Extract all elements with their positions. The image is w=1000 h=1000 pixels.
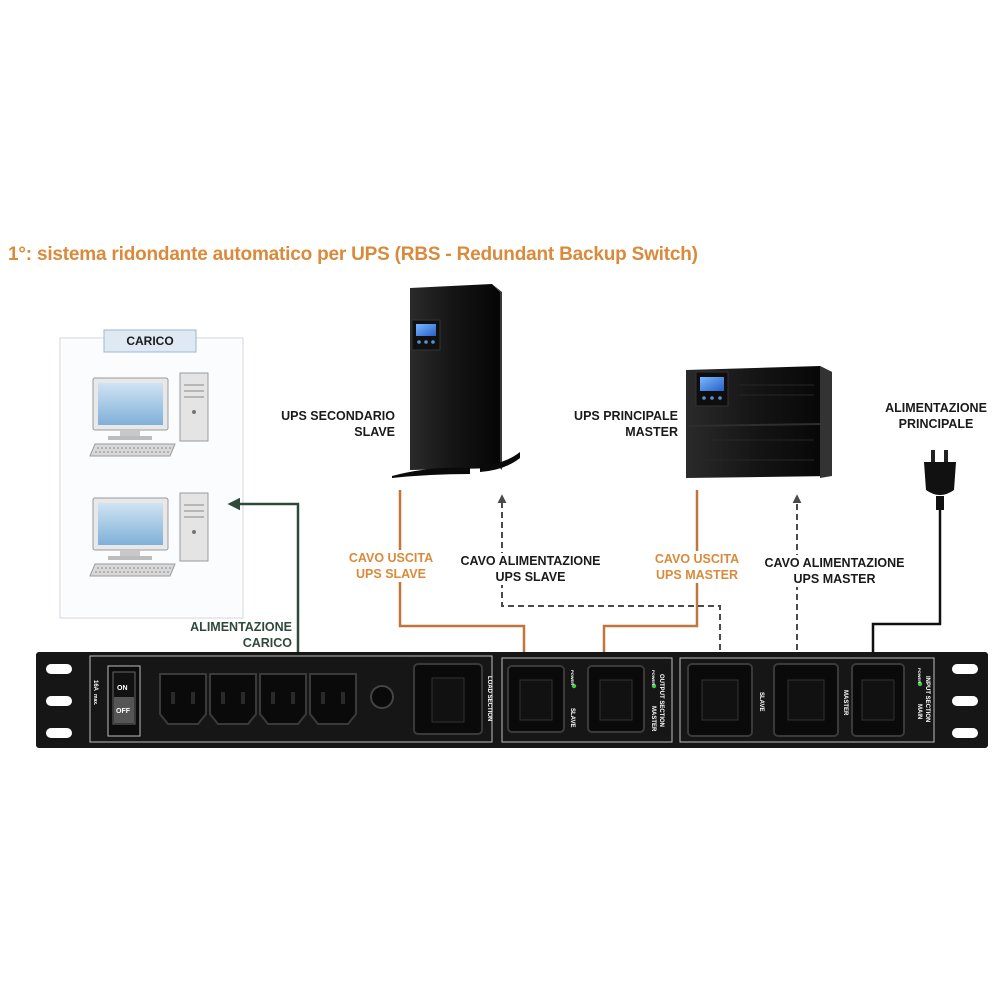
load-feed-line1: ALIMENTAZIONE <box>190 620 292 634</box>
load-feed-line2: CARICO <box>242 636 292 650</box>
cable-slave-input-line2: UPS SLAVE <box>495 570 566 584</box>
slave-outlet-label: SLAVE <box>569 708 575 728</box>
ups-slave-label: UPS SECONDARIO SLAVE <box>255 408 395 440</box>
ups-master-label: UPS PRINCIPALE MASTER <box>538 408 678 440</box>
rating-sub-label: max. <box>92 694 98 706</box>
power-plug-icon <box>871 450 956 660</box>
c13-outlet <box>259 673 307 725</box>
breaker-switch[interactable] <box>107 665 141 737</box>
cable-slave-output-line1: CAVO USCITA <box>348 551 434 565</box>
cable-master-input-line2: UPS MASTER <box>793 572 876 586</box>
switch-off-label: OFF <box>116 708 131 715</box>
ups-slave-label-line1: UPS SECONDARIO <box>281 409 395 423</box>
input-section-label: INPUT SECTION <box>924 676 930 722</box>
main-power-label-line2: PRINCIPALE <box>898 417 974 431</box>
slave-inlet-label: SLAVE <box>758 692 764 712</box>
load-panel-header <box>103 329 197 353</box>
ups-master-label-line1: UPS PRINCIPALE <box>574 409 678 423</box>
cable-master-input-line1: CAVO ALIMENTAZIONE <box>764 556 905 570</box>
cable-master-output-line1: CAVO USCITA <box>654 552 740 566</box>
c13-outlet <box>159 673 207 725</box>
c13-outlet <box>309 673 357 725</box>
master-outlet-label: MASTER <box>650 706 656 732</box>
cable-master-output-line2: UPS MASTER <box>656 568 738 582</box>
ups-slave-label-line2: SLAVE <box>354 425 395 439</box>
cable-master-input-label: CAVO ALIMENTAZIONE UPS MASTER <box>752 555 917 587</box>
load-feed-label: ALIMENTAZIONE CARICO <box>150 619 292 651</box>
main-power-label: POWER <box>917 668 922 683</box>
cable-slave-input <box>497 494 721 660</box>
cable-slave-input-line1: CAVO ALIMENTAZIONE <box>460 554 601 568</box>
computer-icon <box>89 492 209 577</box>
c20-inlet-slave <box>687 663 753 737</box>
ups-master-label-line2: MASTER <box>625 425 678 439</box>
slave-power-label: POWER <box>570 670 575 685</box>
master-inlet-label: MASTER <box>842 690 848 716</box>
load-section-label: LOAD SECTION <box>486 676 492 721</box>
c20-inlet-main <box>851 663 905 737</box>
switch-on-label: ON <box>117 685 128 692</box>
main-inlet-label: MAIN <box>916 704 922 719</box>
cable-slave-input-label: CAVO ALIMENTAZIONE UPS SLAVE <box>448 553 613 585</box>
main-power-label-line1: ALIMENTAZIONE <box>885 401 987 415</box>
master-power-label: POWER <box>651 670 656 685</box>
reset-button[interactable] <box>370 685 394 709</box>
ups-master-icon <box>686 366 832 478</box>
c13-outlet <box>209 673 257 725</box>
c19-outlet-master <box>587 665 645 733</box>
cable-slave-output-line2: UPS SLAVE <box>356 567 426 581</box>
c20-inlet-master <box>773 663 839 737</box>
ups-slave-icon <box>392 284 520 478</box>
load-panel-label: CARICO <box>126 334 174 348</box>
output-section-label: OUTPUT SECTION <box>658 674 664 727</box>
master-power-led <box>651 683 657 689</box>
main-power-label: ALIMENTAZIONE PRINCIPALE <box>866 400 1000 432</box>
cable-master-output-label: CAVO USCITA UPS MASTER <box>637 551 757 583</box>
page-title: 1°: sistema ridondante automatico per UP… <box>8 244 698 265</box>
computer-icon <box>89 372 209 457</box>
cable-load-feed <box>227 497 300 660</box>
slave-power-led <box>571 683 577 689</box>
main-power-led <box>917 681 923 687</box>
c19-outlet-slave <box>507 665 565 733</box>
rating-label: 16A <box>92 680 98 692</box>
cable-slave-output-label: CAVO USCITA UPS SLAVE <box>331 550 451 582</box>
c19-outlet-load <box>413 663 483 735</box>
